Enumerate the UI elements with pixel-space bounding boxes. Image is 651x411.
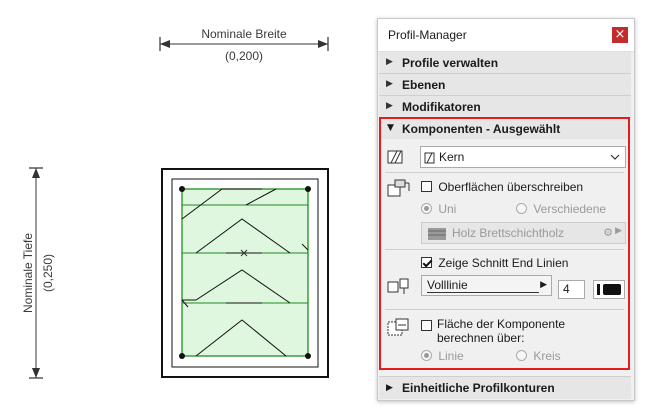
radio-kreis-label: Kreis bbox=[533, 348, 561, 363]
chevron-right-icon: ▶ bbox=[386, 101, 393, 111]
area-calculation-icon bbox=[387, 318, 409, 336]
section-modifikatoren[interactable]: ▶ Modifikatoren bbox=[379, 96, 631, 118]
section-ebenen[interactable]: ▶ Ebenen bbox=[379, 74, 631, 96]
line-type-select[interactable]: Volllinie ▶ bbox=[421, 275, 552, 296]
line-type-icon bbox=[387, 278, 409, 294]
section-einheitliche-profilkonturen[interactable]: ▶ Einheitliche Profilkonturen bbox=[379, 376, 631, 399]
radio-kreis-option[interactable]: Kreis bbox=[516, 348, 561, 363]
close-button[interactable]: × bbox=[612, 27, 628, 43]
section-komponenten: ▼ Komponenten - Ausgewählt Kern bbox=[379, 117, 630, 370]
radio-uni-option[interactable]: Uni bbox=[421, 201, 456, 216]
depth-dimension-label: Nominale Tiefe bbox=[21, 233, 35, 313]
radio-verschiedene-label: Verschiedene bbox=[533, 201, 607, 216]
material-select-value: Kern bbox=[439, 150, 465, 164]
section-label: Ebenen bbox=[402, 78, 446, 92]
override-surfaces-label: Oberflächen überschreiben bbox=[438, 179, 584, 194]
radio-kreis[interactable] bbox=[516, 350, 527, 362]
profile-manager-panel: Profil-Manager × ▶ Profile verwalten ▶ E… bbox=[377, 18, 635, 401]
compute-area-label: Fläche der Komponente berechnen über: bbox=[437, 317, 566, 345]
surface-material-value: Holz Brettschichtholz bbox=[452, 226, 565, 240]
panel-title: Profil-Manager bbox=[388, 28, 467, 42]
compute-area-checkbox[interactable] bbox=[421, 320, 432, 331]
show-cut-end-lines-checkbox[interactable] bbox=[421, 257, 432, 269]
section-label: Einheitliche Profilkonturen bbox=[402, 381, 555, 395]
depth-dimension: Nominale Tiefe (0,250) bbox=[21, 167, 55, 379]
section-label: Modifikatoren bbox=[402, 100, 481, 114]
width-dimension: Nominale Breite (0,200) bbox=[159, 27, 329, 63]
width-dimension-label: Nominale Breite bbox=[201, 27, 287, 41]
show-cut-end-lines-option[interactable]: Zeige Schnitt End Linien bbox=[421, 255, 568, 270]
panel-titlebar[interactable]: Profil-Manager × bbox=[378, 19, 634, 52]
building-material-icon bbox=[387, 150, 403, 164]
override-surfaces-option[interactable]: Oberflächen überschreiben bbox=[421, 179, 583, 194]
surface-material-select[interactable]: Holz Brettschichtholz ⚙ ▶ bbox=[421, 222, 626, 244]
radio-uni[interactable] bbox=[421, 203, 432, 215]
settings-icon: ⚙ bbox=[603, 226, 613, 239]
hatch-icon bbox=[424, 152, 435, 164]
radio-linie-label: Linie bbox=[438, 348, 464, 363]
pen-number-input[interactable]: 4 bbox=[558, 280, 585, 299]
override-surfaces-checkbox[interactable] bbox=[421, 181, 432, 193]
width-dimension-value: (0,200) bbox=[225, 49, 263, 63]
section-komponenten-header[interactable]: ▼ Komponenten - Ausgewählt bbox=[381, 119, 628, 139]
chevron-right-icon: ▶ bbox=[540, 280, 547, 290]
section-profile-verwalten[interactable]: ▶ Profile verwalten bbox=[379, 52, 631, 74]
section-label: Profile verwalten bbox=[402, 56, 499, 70]
profile-shape[interactable] bbox=[161, 168, 329, 378]
divider bbox=[385, 249, 624, 250]
section-label: Komponenten - Ausgewählt bbox=[402, 122, 561, 136]
material-select[interactable]: Kern bbox=[420, 146, 626, 168]
wood-texture-icon bbox=[428, 228, 446, 240]
line-type-value: Volllinie bbox=[427, 278, 468, 292]
radio-verschiedene[interactable] bbox=[516, 203, 527, 215]
radio-linie-option[interactable]: Linie bbox=[421, 348, 464, 363]
chevron-down-icon bbox=[610, 154, 620, 160]
pen-color-swatch[interactable] bbox=[593, 280, 625, 299]
chevron-right-icon: ▶ bbox=[386, 57, 393, 67]
line-type-preview bbox=[427, 292, 539, 293]
pen-weight-indicator bbox=[597, 284, 600, 295]
radio-linie[interactable] bbox=[421, 350, 432, 362]
chevron-right-icon: ▶ bbox=[386, 383, 393, 393]
paint-surface-icon bbox=[387, 179, 410, 197]
chevron-right-icon: ▶ bbox=[615, 226, 622, 236]
chevron-down-icon: ▼ bbox=[387, 123, 394, 133]
radio-verschiedene-option[interactable]: Verschiedene bbox=[516, 201, 606, 216]
divider bbox=[385, 309, 624, 310]
radio-uni-label: Uni bbox=[438, 201, 457, 216]
chevron-right-icon: ▶ bbox=[386, 79, 393, 89]
depth-dimension-value: (0,250) bbox=[41, 254, 55, 292]
divider bbox=[385, 172, 624, 173]
show-cut-end-lines-label: Zeige Schnitt End Linien bbox=[438, 255, 569, 270]
pen-color-fill bbox=[603, 284, 621, 295]
